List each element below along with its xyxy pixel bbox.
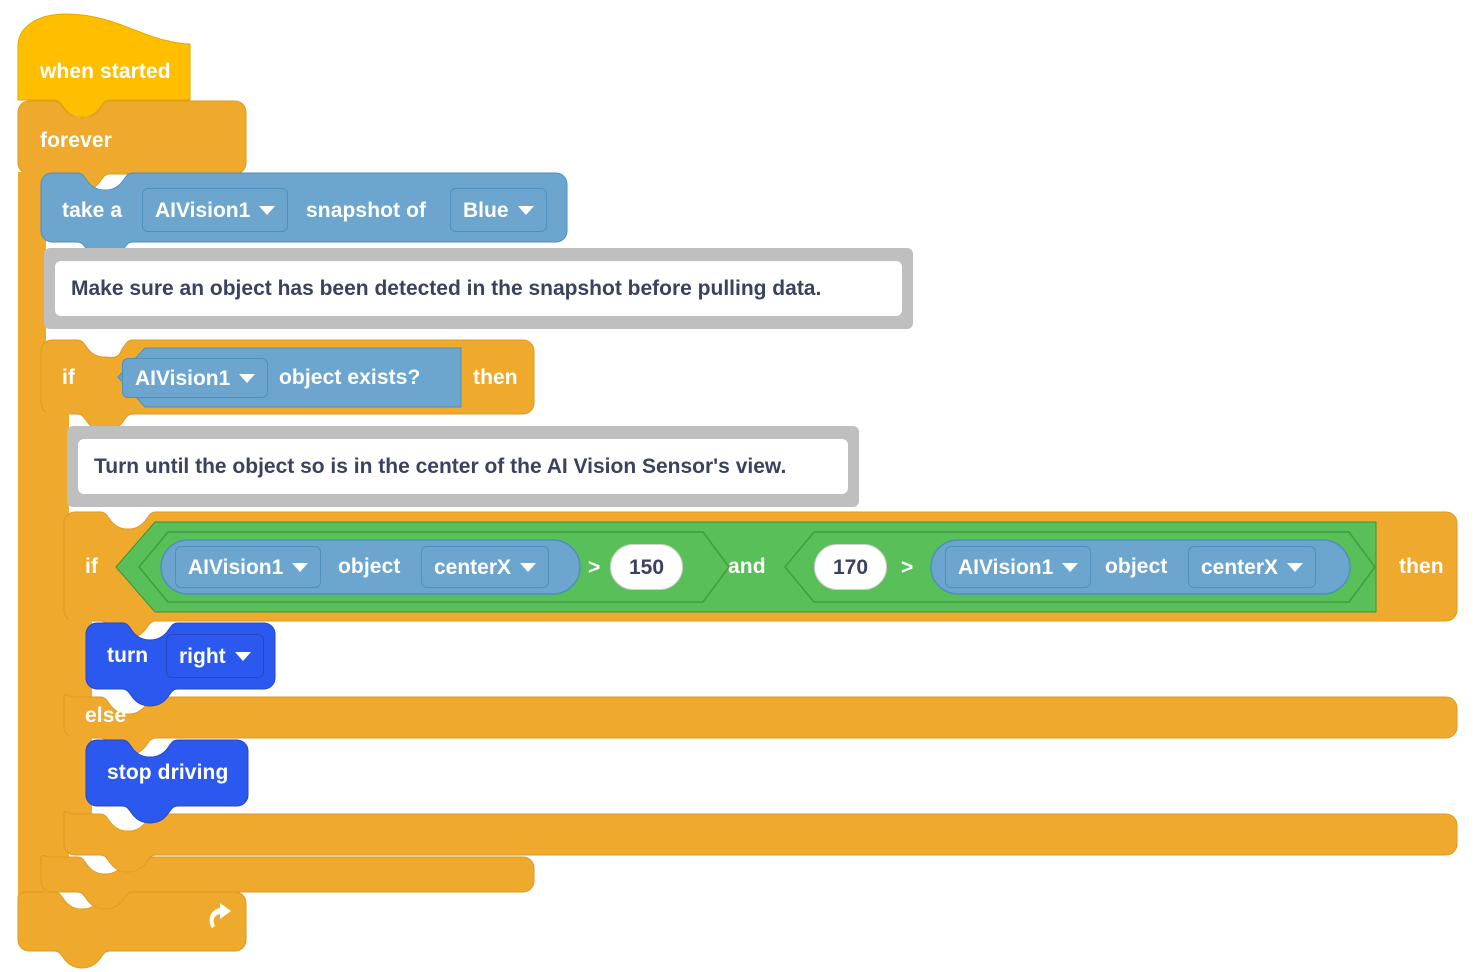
turn-direction-dropdown[interactable]: right [166,634,264,678]
if-center-else-label: else [85,704,127,727]
stop-driving-block[interactable] [85,739,249,824]
centerx-right-device-value: AIVision1 [958,555,1054,579]
comment-detect-object-text: Make sure an object has been detected in… [55,261,902,316]
centerx-left-property-dropdown[interactable]: centerX [421,546,550,588]
centerx-left-property-value: centerX [434,555,512,579]
centerx-left-device-value: AIVision1 [188,555,284,579]
comment-turn-until-centered-text: Turn until the object so is in the cente… [78,439,848,494]
chevron-down-icon [234,651,251,661]
take-snapshot-prefix-label: take a [62,199,123,222]
centerx-right-device-dropdown[interactable]: AIVision1 [945,546,1092,588]
snapshot-device-value: AIVision1 [155,198,251,222]
if-exists-then-label: then [473,366,518,389]
chevron-down-icon [1287,562,1304,572]
threshold-150-input[interactable]: 150 [610,544,683,590]
centerx-right-property-dropdown[interactable]: centerX [1188,546,1317,588]
if-exists-device-dropdown[interactable]: AIVision1 [122,358,269,398]
chevron-down-icon [520,562,537,572]
chevron-down-icon [259,205,276,215]
if-center-block-bottom[interactable] [63,810,1458,873]
greater-than-right-operator: > [901,556,914,579]
turn-direction-value: right [179,644,226,668]
and-operator-label: and [728,555,766,578]
if-exists-block-bottom[interactable] [40,854,535,910]
chevron-down-icon [292,562,309,572]
centerx-left-middle-label: object [338,555,401,578]
when-started-block[interactable] [17,13,191,118]
if-center-then-label: then [1399,555,1444,578]
comment-detect-object[interactable]: Make sure an object has been detected in… [44,248,913,329]
comment-turn-until-centered[interactable]: Turn until the object so is in the cente… [67,426,859,507]
chevron-down-icon [517,205,534,215]
if-exists-predicate-label: object exists? [279,366,421,389]
centerx-right-property-value: centerX [1201,555,1279,579]
when-started-label: when started [40,60,171,83]
centerx-left-device-dropdown[interactable]: AIVision1 [175,546,322,588]
stop-driving-label: stop driving [107,761,229,784]
snapshot-device-dropdown[interactable]: AIVision1 [142,188,289,232]
if-center-if-label: if [85,555,99,578]
chevron-down-icon [1062,562,1079,572]
snapshot-color-value: Blue [463,198,509,222]
threshold-170-input[interactable]: 170 [814,544,887,590]
if-center-else-bar[interactable] [63,693,1458,756]
turn-label: turn [107,644,149,667]
centerx-right-middle-label: object [1105,555,1168,578]
if-exists-if-label: if [62,366,76,389]
take-snapshot-middle-label: snapshot of [306,199,427,222]
chevron-down-icon [239,373,256,383]
loop-arrow-icon [209,903,231,928]
snapshot-color-dropdown[interactable]: Blue [450,188,547,232]
if-exists-device-value: AIVision1 [135,366,231,390]
forever-block-bottom[interactable] [17,891,247,969]
forever-label: forever [40,129,112,152]
greater-than-left-operator: > [588,556,601,579]
